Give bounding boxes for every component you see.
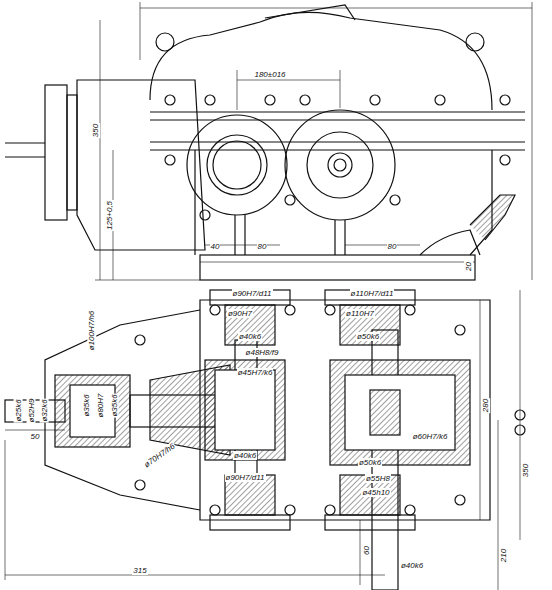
bolt-hole: [515, 410, 525, 420]
bolt-hole: [285, 505, 295, 515]
bolt-hole: [265, 95, 275, 105]
dimension-label: ø100H7/h6: [88, 309, 97, 351]
bolt-hole: [210, 505, 220, 515]
bolt-hole: [135, 335, 145, 345]
dimension-label: 125+0,5: [105, 199, 114, 230]
dimension-label: ø90H7/d11: [225, 473, 266, 482]
bolt-hole: [500, 155, 510, 165]
bolt-hole: [435, 95, 445, 105]
dimension-label: 80: [387, 242, 398, 251]
dimension-label: ø80H7: [95, 392, 104, 418]
dimension-label: ø35k6: [109, 393, 118, 417]
front-elevation: [5, 2, 532, 280]
bolt-hole: [205, 95, 215, 105]
bolt-hole: [300, 95, 310, 105]
bolt-hole: [325, 305, 335, 315]
dimension-label: 280: [481, 397, 490, 412]
dimension-label: 40: [210, 242, 221, 251]
plan-section: [5, 290, 520, 590]
bolt-hole: [405, 505, 415, 515]
bolt-hole: [165, 155, 175, 165]
bolt-hole: [165, 95, 175, 105]
dimension-label: ø40k6: [238, 332, 262, 341]
bolt-hole: [515, 425, 525, 435]
dimension-label: ø40k6: [400, 561, 424, 570]
dimension-label: 50: [30, 432, 41, 441]
dimension-label: ø70H7/h6: [142, 441, 178, 470]
bolt-hole: [500, 95, 510, 105]
bolt-hole: [455, 325, 465, 335]
dimension-label: ø90H7: [227, 309, 253, 318]
dimension-label: 350: [91, 122, 100, 137]
dimension-label: ø55H8: [365, 474, 391, 483]
dimension-label: ø50k6: [358, 458, 382, 467]
bolt-hole: [135, 480, 145, 490]
dimension-label: ø35k6: [81, 393, 90, 417]
dimension-label: ø50k6: [356, 332, 380, 341]
dimension-label: ø25k6: [13, 398, 22, 422]
dimension-label: ø110H7/d11: [350, 289, 395, 298]
dimension-label: 20: [464, 261, 473, 272]
bolt-hole: [325, 505, 335, 515]
dimension-label: ø45h10: [361, 488, 390, 497]
dimension-label: 180±016: [253, 70, 286, 79]
dimension-label: 60: [362, 545, 371, 556]
dimension-label: ø45H7/k6: [237, 368, 274, 377]
dimension-label: ø90H7/d11: [232, 289, 273, 298]
bolt-hole: [200, 210, 210, 220]
bolt-holes: [135, 95, 525, 515]
dimension-label: ø32k6: [39, 398, 48, 422]
bolt-hole: [455, 495, 465, 505]
bolt-hole: [370, 95, 380, 105]
bolt-hole: [285, 305, 295, 315]
dimension-label: ø40k6: [233, 451, 257, 460]
bolt-hole: [210, 305, 220, 315]
dimension-label: ø48H8/f9: [245, 348, 280, 357]
dimension-label: 315: [132, 566, 147, 575]
dimension-label: ø52H9: [26, 397, 35, 423]
dimension-label: ø110H7: [345, 309, 375, 318]
dimension-label: ø60H7/k6: [412, 432, 449, 441]
bolt-hole: [390, 195, 400, 205]
bolt-hole: [405, 305, 415, 315]
bolt-hole: [285, 195, 295, 205]
dimension-label: 80: [257, 242, 268, 251]
dimension-label: 210: [499, 547, 508, 562]
dimension-label: 350: [521, 462, 530, 477]
